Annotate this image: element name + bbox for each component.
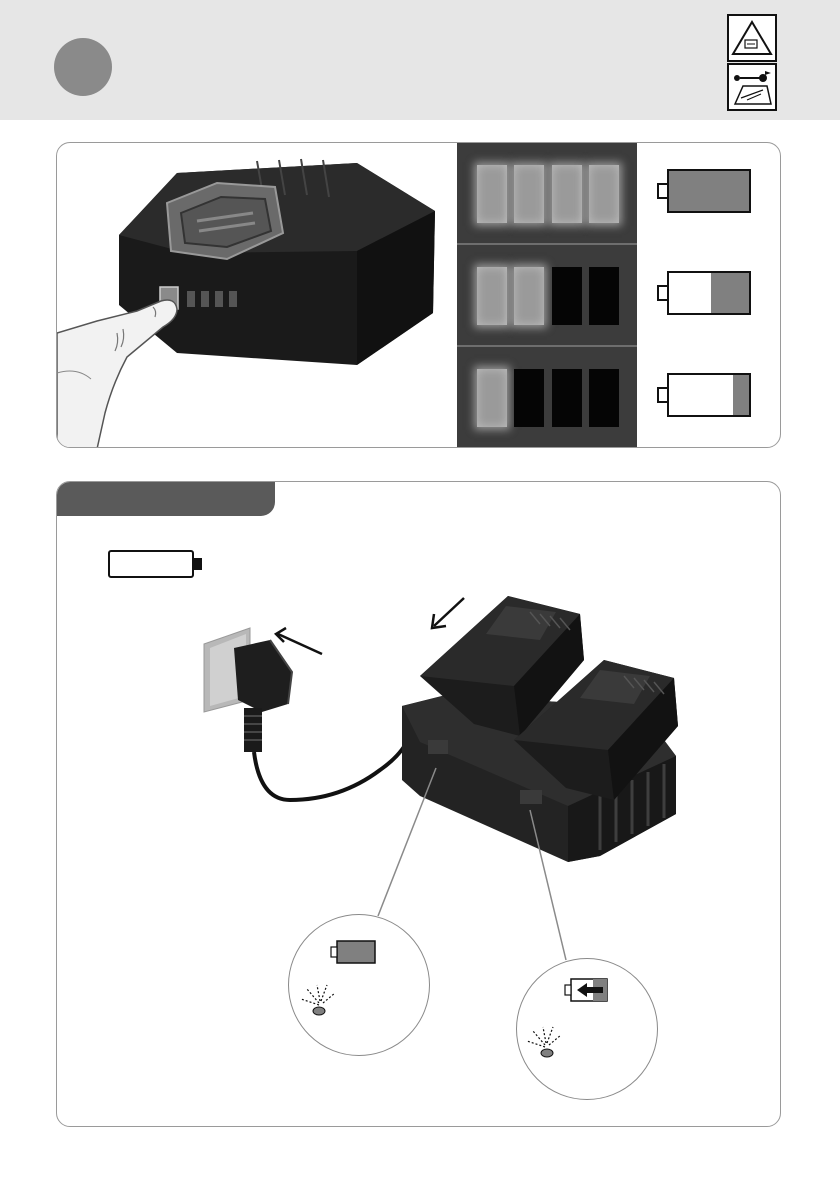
led-row-full bbox=[457, 143, 637, 243]
led-on bbox=[514, 267, 544, 325]
led-on bbox=[477, 165, 507, 223]
led-on bbox=[514, 165, 544, 223]
battery-low-icon bbox=[657, 373, 753, 421]
led-off bbox=[589, 267, 619, 325]
warning-read-manual-icon bbox=[728, 15, 776, 61]
page-header bbox=[0, 0, 840, 120]
led-row-low bbox=[457, 345, 637, 447]
led-glow-icon bbox=[527, 1027, 561, 1047]
battery-pack-illustration bbox=[57, 143, 457, 448]
safety-icons bbox=[727, 14, 777, 112]
led-on bbox=[552, 165, 582, 223]
step-number-badge bbox=[54, 38, 112, 96]
battery-full-small-icon bbox=[331, 941, 375, 963]
finger-illustration bbox=[57, 300, 177, 448]
battery-half-icon bbox=[657, 271, 753, 319]
led-off bbox=[552, 267, 582, 325]
led-glow-icon bbox=[301, 985, 335, 1005]
battery-level-panel bbox=[56, 142, 781, 448]
led-on bbox=[589, 165, 619, 223]
led-level-chart bbox=[457, 143, 637, 447]
led-on bbox=[477, 369, 507, 427]
led-off bbox=[514, 369, 544, 427]
section-title-tab bbox=[57, 482, 275, 516]
battery-legend-icon bbox=[108, 550, 208, 580]
led-off bbox=[589, 369, 619, 427]
slot-2-charging-callout bbox=[516, 958, 658, 1100]
led-row-half bbox=[457, 243, 637, 345]
battery-charging-small-icon bbox=[565, 979, 607, 1001]
slot-1-charged-callout bbox=[288, 914, 430, 1056]
led-off bbox=[552, 369, 582, 427]
led-on bbox=[477, 267, 507, 325]
battery-full-icon bbox=[657, 169, 753, 217]
remove-key-and-read-manual-icon bbox=[728, 64, 776, 110]
